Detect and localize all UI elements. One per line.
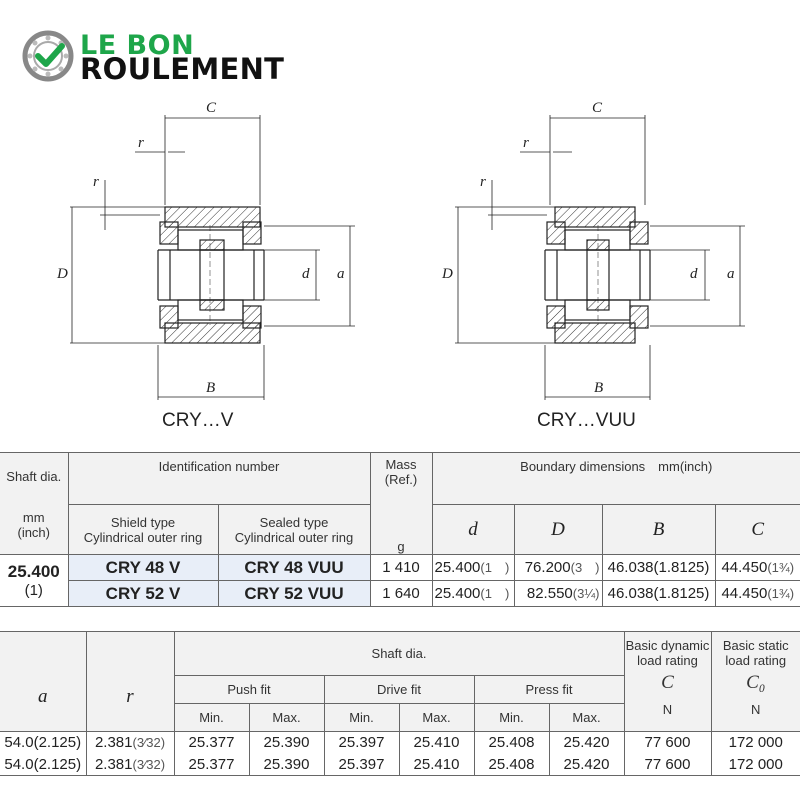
table-row: 54.0(2.125) 2.381(3⁄32) 25.377 25.390 25… (0, 753, 800, 776)
press-min: 25.408 (473, 731, 550, 754)
static-load: 172 000 (710, 731, 800, 754)
brand-logo: LE BON ROULEMENT (22, 28, 302, 88)
shield-model: CRY 48 V (67, 554, 219, 581)
shield-type-header: Shield type Cylindrical outer ring (67, 504, 219, 555)
dim-d-right: d (690, 266, 698, 282)
D-value: 82.550(3¼) (513, 580, 603, 607)
push-max: 25.390 (248, 731, 325, 754)
sealed-model: CRY 52 VUU (217, 580, 371, 607)
dynamic-load: 77 600 (623, 731, 712, 754)
push-max: 25.390 (248, 753, 325, 776)
drive-max: 25.410 (398, 731, 475, 754)
dim-a-left: a (337, 266, 345, 282)
C-value: 44.450(1¾) (714, 554, 800, 581)
table-row: 54.0(2.125) 2.381(3⁄32) 25.377 25.390 25… (0, 731, 800, 754)
push-min: 25.377 (173, 731, 250, 754)
right-drawing-caption: CRY…VUU (537, 410, 636, 431)
dim-d-left: d (302, 266, 310, 282)
D-value: 76.200(3 ) (513, 554, 603, 581)
static-load-header: Basic static load rating C₀ N (710, 631, 800, 732)
a-value: 54.0(2.125) (0, 731, 87, 754)
push-min: 25.377 (173, 753, 250, 776)
push-fit-header: Push fit (173, 675, 325, 704)
d-value: 25.400(1 ) (431, 580, 515, 607)
bearing-drawings: C r r D d a B C r r D d a B (56, 100, 745, 400)
drive-min: 25.397 (323, 753, 400, 776)
dim-B-left: B (206, 380, 215, 396)
max-header: Max. (548, 703, 625, 732)
mass-value: 1 410 (369, 554, 433, 581)
logo-line2: ROULEMENT (80, 52, 285, 86)
mass-header: Mass (Ref.) g (369, 452, 433, 555)
r-value: 2.381(3⁄32) (85, 753, 175, 776)
fit-load-table: a r Shaft dia. Basic dynamic load rating… (0, 631, 800, 776)
C-header: C (714, 504, 800, 555)
drive-min: 25.397 (323, 731, 400, 754)
sealed-model: CRY 48 VUU (217, 554, 371, 581)
dim-B-right: B (594, 380, 603, 396)
dynamic-load: 77 600 (623, 753, 712, 776)
press-max: 25.420 (548, 753, 625, 776)
dynamic-load-header: Basic dynamic load rating C N (623, 631, 712, 732)
dim-a-right: a (727, 266, 735, 282)
ident-header: Identification number (67, 452, 371, 505)
dim-D-left: D (56, 266, 68, 282)
r-header: r (85, 631, 175, 732)
table-row: CRY 52 V CRY 52 VUU 1 640 25.400(1 ) 82.… (0, 580, 800, 607)
sealed-type-header: Sealed type Cylindrical outer ring (217, 504, 371, 555)
min-header: Min. (323, 703, 400, 732)
a-header: a (0, 631, 87, 732)
dim-r2-left: r (93, 174, 99, 190)
drive-max: 25.410 (398, 753, 475, 776)
C-value: 44.450(1¾) (714, 580, 800, 607)
identification-table: Shaft dia. mm (inch) Identification numb… (0, 452, 800, 607)
B-value: 46.038(1.8125) (601, 580, 716, 607)
B-value: 46.038(1.8125) (601, 554, 716, 581)
mass-value: 1 640 (369, 580, 433, 607)
boundary-header: Boundary dimensions mm(inch) (431, 452, 800, 505)
dim-C-right: C (592, 100, 603, 116)
drive-fit-header: Drive fit (323, 675, 475, 704)
logo-line1: LE BON (80, 30, 195, 61)
table-row: 25.400 (1) CRY 48 V CRY 48 VUU 1 410 25.… (0, 554, 800, 607)
press-max: 25.420 (548, 731, 625, 754)
dim-D-right: D (441, 266, 453, 282)
r-value: 2.381(3⁄32) (85, 731, 175, 754)
shaft-dia2-header: Shaft dia. (173, 631, 625, 676)
dim-r2-right: r (480, 174, 486, 190)
left-drawing-caption: CRY…V (162, 410, 234, 431)
d-value: 25.400(1 ) (431, 554, 515, 581)
a-value: 54.0(2.125) (0, 753, 87, 776)
press-fit-header: Press fit (473, 675, 625, 704)
B-header: B (601, 504, 716, 555)
dim-r-right: r (523, 135, 529, 151)
shaft-value: 25.400 (1) (0, 554, 69, 607)
shaft-dia-header: Shaft dia. mm (inch) (0, 452, 69, 555)
bearing-logo-icon (22, 30, 74, 82)
max-header: Max. (248, 703, 325, 732)
max-header: Max. (398, 703, 475, 732)
left-bearing-drawing (70, 115, 355, 400)
static-load: 172 000 (710, 753, 800, 776)
min-header: Min. (173, 703, 250, 732)
D-header: D (513, 504, 603, 555)
min-header: Min. (473, 703, 550, 732)
right-bearing-drawing (455, 115, 745, 400)
d-header: d (431, 504, 515, 555)
press-min: 25.408 (473, 753, 550, 776)
dim-C-left: C (206, 100, 217, 116)
dim-r-left: r (138, 135, 144, 151)
shield-model: CRY 52 V (67, 580, 219, 607)
